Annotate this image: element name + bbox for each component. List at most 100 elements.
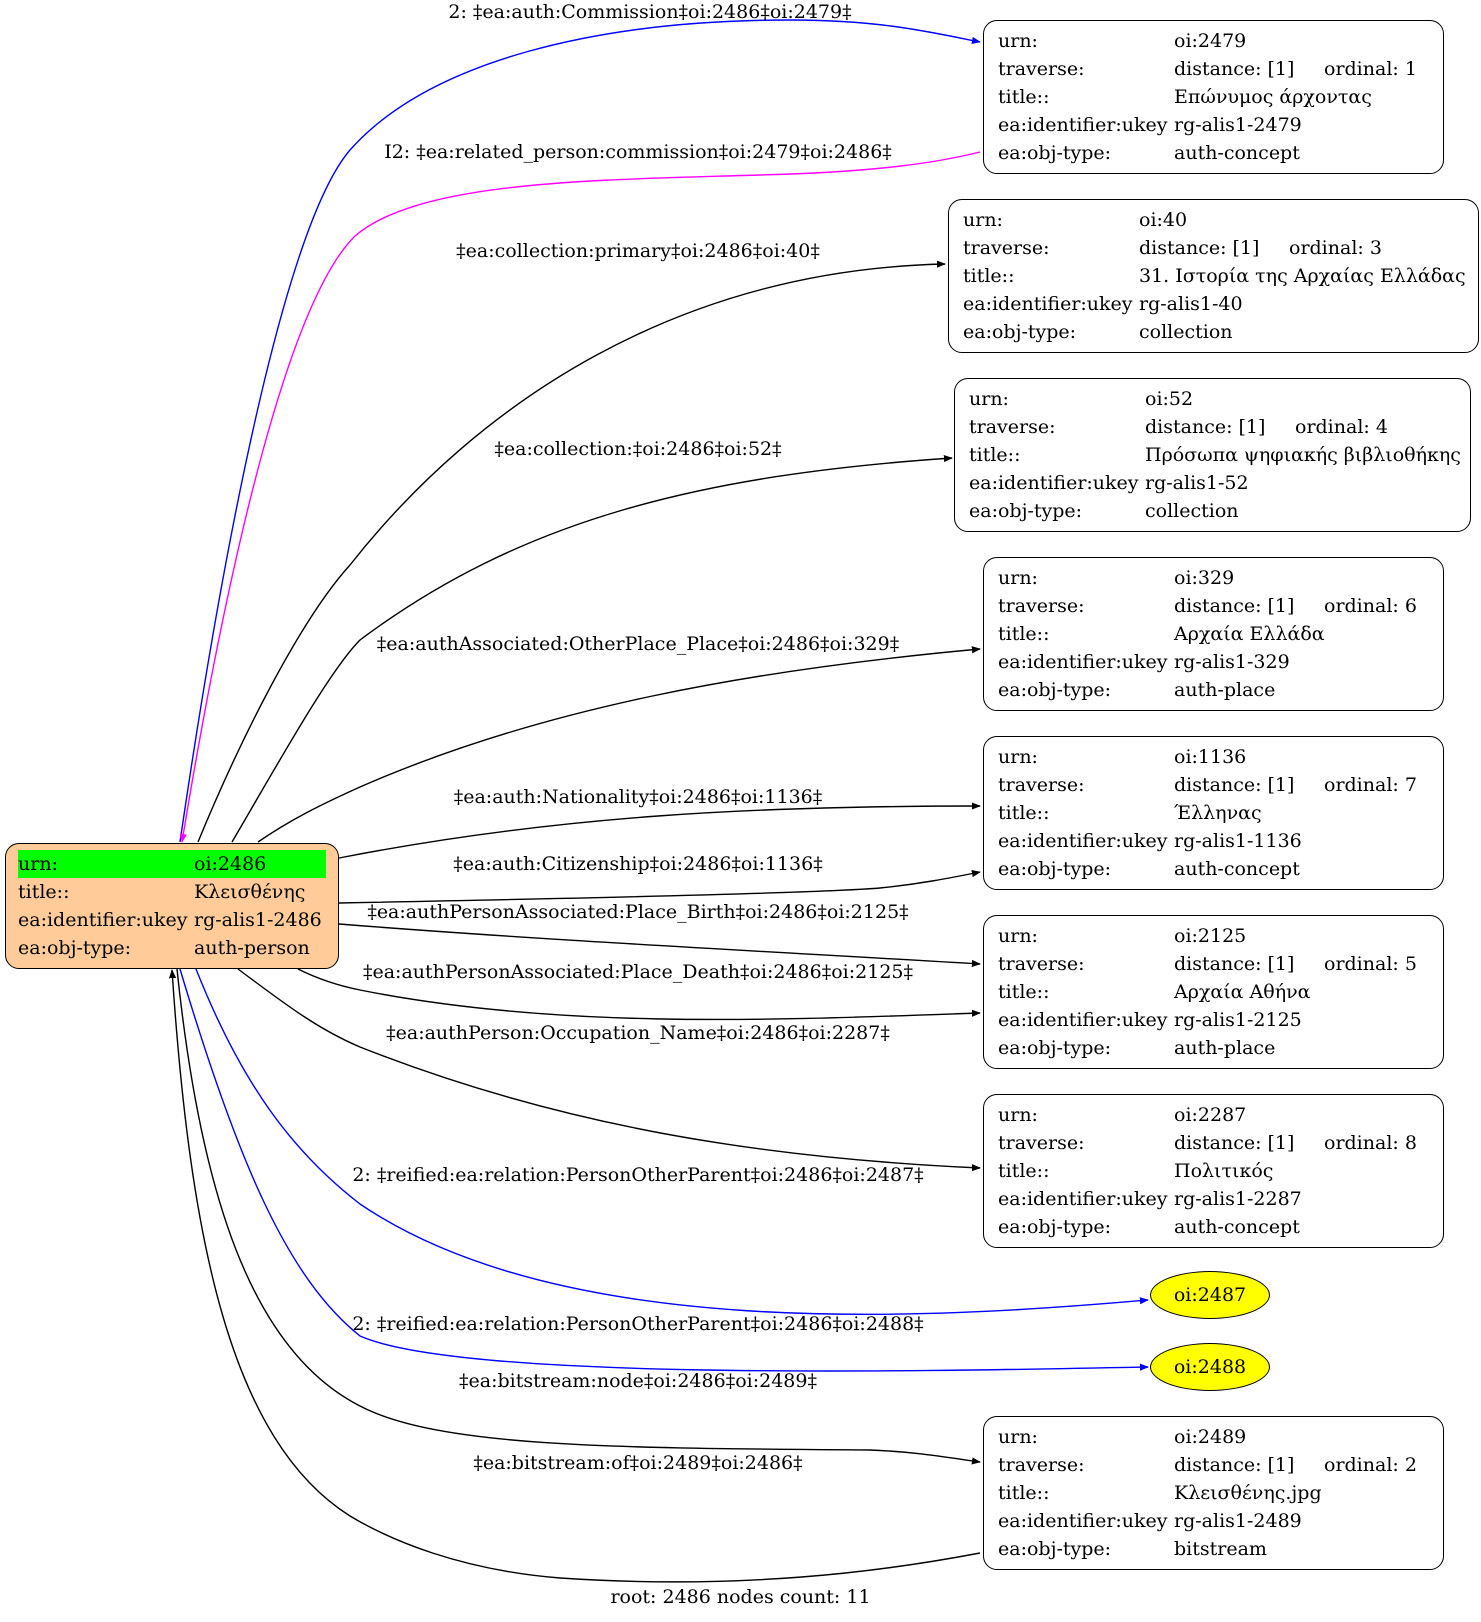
record-key: title::: [969, 444, 1021, 466]
record-row: ea:obj-type:bitstream: [998, 1535, 1429, 1563]
record-row: traverse:distance: [1]ordinal: 3: [963, 234, 1464, 262]
record-value: auth-place: [1174, 1037, 1276, 1059]
record-value: oi:2287: [1174, 1104, 1247, 1126]
edge-label: ‡ea:collection:primary‡oi:2486‡oi:40‡: [456, 240, 820, 262]
record-value: oi:329: [1174, 567, 1235, 589]
edge-line: [168, 969, 981, 1583]
record-row: urn:oi:2479: [998, 27, 1429, 55]
record-key: traverse:: [998, 1454, 1085, 1476]
record-row: title::Πρόσωπα ψηφιακής βιβλιοθήκης: [969, 441, 1461, 469]
root-node[interactable]: urn: oi:2486 title:: Κλεισθένης ea:ident…: [5, 843, 339, 969]
record-value: distance: [1]: [1174, 774, 1295, 796]
record-value: Πολιτικός: [1174, 1160, 1274, 1182]
record-value: rg-alis1-2479: [1174, 114, 1302, 136]
record-key: title::: [998, 802, 1050, 824]
ellipse-label: oi:2488: [1173, 1356, 1247, 1378]
record-key: ea:obj-type:: [998, 1538, 1112, 1560]
record-value: oi:2489: [1174, 1426, 1247, 1448]
record-row: urn:oi:2489: [998, 1423, 1429, 1451]
record-value: auth-place: [1174, 679, 1276, 701]
edge-line: [338, 923, 981, 968]
record-row: urn: oi:2287: [998, 1101, 1429, 1129]
edge-label: ‡ea:authAssociated:OtherPlace_Place‡oi:2…: [377, 633, 899, 655]
record-key: title::: [998, 86, 1050, 108]
record-value: Επώνυμος άρχοντας: [1174, 86, 1372, 108]
record-node[interactable]: urn: oi:329 traverse:distance: [1]ordinal:…: [983, 557, 1444, 711]
record-row: title::31. Ιστορία της Αρχαίας Ελλάδας: [963, 262, 1466, 290]
record-value: oi:1136: [1174, 746, 1247, 768]
ellipse-node-2487[interactable]: oi:2487: [1150, 1271, 1270, 1319]
record-value: distance: [1]: [1174, 1454, 1295, 1476]
edge-label: I2: ‡ea:related_person:commission‡oi:247…: [384, 141, 892, 163]
edge-label: ‡ea:authPersonAssociated:Place_Birth‡oi:…: [367, 901, 908, 923]
record-row: traverse:distance: [1]ordinal: 8: [998, 1129, 1429, 1157]
record-row: traverse:distance: [1]ordinal: 6: [998, 592, 1429, 620]
root-row-title: title:: Κλεισθένης: [18, 878, 326, 906]
record-value: rg-alis1-52: [1145, 472, 1249, 494]
ellipse-node-2488[interactable]: oi:2488: [1150, 1343, 1270, 1391]
record-ordinal: ordinal: 2: [1324, 1454, 1417, 1476]
record-row: traverse: distance: [1] ordinal: 2: [998, 1451, 1429, 1479]
record-row: urn:oi:2125: [998, 922, 1429, 950]
record-key: traverse:: [963, 237, 1050, 259]
root-row-ukey: ea:identifier:ukey rg-alis1-2486: [18, 906, 326, 934]
record-key: ea:obj-type:: [969, 500, 1083, 522]
edge-label: ‡ea:collection:‡oi:2486‡oi:52‡: [494, 438, 781, 460]
record-row: urn: oi:329: [998, 564, 1429, 592]
record-key: urn:: [998, 746, 1038, 768]
record-value: Αρχαία Ελλάδα: [1174, 623, 1325, 645]
record-row: ea:obj-type:auth-place: [998, 676, 1429, 704]
record-row: title::Έλληνας: [998, 799, 1429, 827]
record-key: ea:identifier:ukey: [963, 293, 1133, 315]
record-key: ea:identifier:ukey: [998, 1009, 1168, 1031]
record-node[interactable]: urn:oi:2489 traverse: distance: [1] ordinal…: [983, 1416, 1444, 1570]
edge-line: [338, 802, 981, 859]
record-value: rg-alis1-329: [1174, 651, 1290, 673]
record-key: urn:: [969, 388, 1009, 410]
record-key: traverse:: [998, 1132, 1085, 1154]
edge-line: [197, 260, 946, 843]
record-ordinal: ordinal: 7: [1324, 774, 1417, 796]
root-key: title::: [18, 881, 70, 903]
root-key: ea:identifier:ukey: [18, 909, 188, 931]
ellipse-label: oi:2487: [1173, 1284, 1247, 1306]
record-key: ea:identifier:ukey: [998, 114, 1168, 136]
record-key: ea:obj-type:: [998, 1216, 1112, 1238]
record-row: ea:obj-type: auth-place: [998, 1034, 1429, 1062]
record-row: ea:obj-type: auth-concept: [998, 1213, 1429, 1241]
record-key: urn:: [998, 567, 1038, 589]
record-key: title::: [998, 1160, 1050, 1182]
record-key: ea:obj-type:: [998, 1037, 1112, 1059]
record-row: ea:obj-type:collection: [969, 497, 1456, 525]
record-row: title::Κλεισθένης.jpg: [998, 1479, 1429, 1507]
record-key: traverse:: [998, 953, 1085, 975]
record-value: auth-concept: [1174, 1216, 1300, 1238]
record-value: 31. Ιστορία της Αρχαίας Ελλάδας: [1139, 265, 1466, 287]
record-key: urn:: [998, 1104, 1038, 1126]
record-row: traverse:distance: [1]ordinal: 5: [998, 950, 1429, 978]
edge-line: [176, 968, 981, 1465]
record-row: title::Αρχαία Αθήνα: [998, 978, 1429, 1006]
edge-line: [257, 646, 981, 843]
record-ordinal: ordinal: 8: [1324, 1132, 1417, 1154]
record-node[interactable]: urn: oi:2287 traverse:distance: [1]ordinal…: [983, 1094, 1444, 1248]
record-key: ea:obj-type:: [998, 142, 1112, 164]
edge-label: ‡ea:auth:Citizenship‡oi:2486‡oi:1136‡: [453, 853, 822, 875]
record-value: oi:52: [1145, 388, 1194, 410]
record-key: ea:identifier:ukey: [998, 830, 1168, 852]
record-key: traverse:: [998, 595, 1085, 617]
edge-label: ‡ea:bitstream:node‡oi:2486‡oi:2489‡: [459, 1370, 817, 1392]
record-key: ea:obj-type:: [998, 858, 1112, 880]
record-key: title::: [963, 265, 1015, 287]
record-key: ea:obj-type:: [963, 321, 1077, 343]
record-value: auth-concept: [1174, 858, 1300, 880]
root-value: Κλεισθένης: [194, 881, 306, 903]
